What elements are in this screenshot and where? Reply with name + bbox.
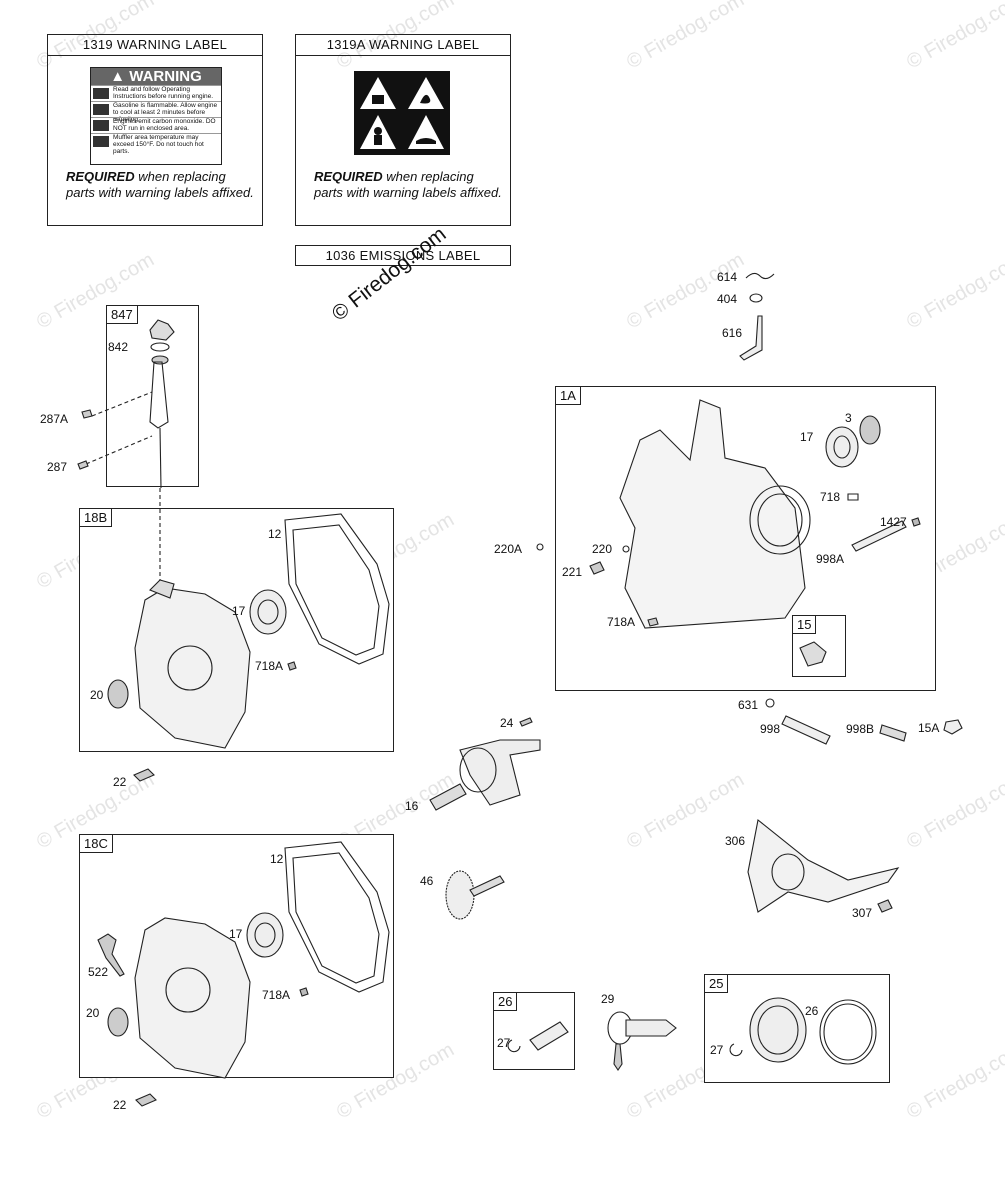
warning-label-1319a-title: 1319A WARNING LABEL <box>296 35 510 56</box>
camshaft-gear <box>445 870 505 920</box>
top-right-hardware <box>739 272 775 361</box>
part-label: 16 <box>405 799 419 813</box>
emissions-label-title: 1036 EMISSIONS LABEL <box>325 248 481 263</box>
book-icon <box>93 88 109 99</box>
part-label: 17 <box>229 927 243 941</box>
part-label: 22 <box>113 1098 127 1112</box>
group-tag: 15 <box>792 615 817 634</box>
crankcase-cover-18c <box>97 841 390 1107</box>
warning-row: Engines emit carbon monoxide. DO NOT run… <box>91 117 221 133</box>
part-label: 46 <box>420 874 434 888</box>
group-tag: 1A <box>555 386 581 405</box>
part-label: 12 <box>270 852 284 866</box>
part-label: 27 <box>710 1043 724 1057</box>
part-label: 22 <box>113 775 127 789</box>
piston-pin <box>507 1021 569 1053</box>
group-tag: 25 <box>704 974 729 993</box>
part-label: 20 <box>86 1006 100 1020</box>
part-label: 3 <box>845 411 852 425</box>
person-fumes-icon <box>93 120 109 131</box>
emissions-label-1036: 1036 EMISSIONS LABEL <box>295 245 511 266</box>
part-label: 718 <box>820 490 841 504</box>
part-label: 29 <box>601 992 615 1006</box>
warning-label-1319-title: 1319 WARNING LABEL <box>48 35 262 56</box>
part-label: 221 <box>562 565 583 579</box>
part-label: 522 <box>88 965 109 979</box>
part-label: 12 <box>268 527 282 541</box>
warning-pictogram-panel <box>354 71 450 155</box>
warning-label-1319a: 1319A WARNING LABEL REQUIRED when replac… <box>295 34 511 226</box>
air-guide-306 <box>747 819 900 913</box>
warning-row: Read and follow Operating Instructions b… <box>91 85 221 101</box>
part-label: 998 <box>760 722 781 736</box>
warning-row: Gasoline is flammable. Allow engine to c… <box>91 101 221 123</box>
group-tag: 26 <box>493 992 518 1011</box>
part-label: 631 <box>738 698 759 712</box>
warning-row: Muffler area temperature may exceed 150°… <box>91 133 221 155</box>
part-label: 718A <box>262 988 291 1002</box>
part-label: 26 <box>805 1004 819 1018</box>
group-tag: 18C <box>79 834 113 853</box>
part-label: 287A <box>40 412 69 426</box>
part-label: 220 <box>592 542 613 556</box>
part-label: 20 <box>90 688 104 702</box>
part-label: 1427 <box>880 515 907 529</box>
part-label: 306 <box>725 834 746 848</box>
crankshaft <box>429 717 541 811</box>
part-label: 27 <box>497 1036 511 1050</box>
part-label: 842 <box>108 340 129 354</box>
part-label: 17 <box>232 604 246 618</box>
part-label: 287 <box>47 460 68 474</box>
crankcase-cover-18b <box>107 513 390 782</box>
part-label: 614 <box>717 270 738 284</box>
fire-icon <box>93 104 109 115</box>
warning-triangle-icon: ▲ <box>110 68 130 85</box>
part-label: 307 <box>852 906 873 920</box>
part-label: 220A <box>494 542 523 556</box>
part-label: 998B <box>846 722 875 736</box>
studs-and-nuts <box>765 698 963 745</box>
part-label: 15A <box>918 721 940 735</box>
cylinder-block-1a <box>589 399 921 667</box>
warning-label-1319: 1319 WARNING LABEL ▲ WARNING Read and fo… <box>47 34 263 226</box>
group-tag: 18B <box>79 508 113 527</box>
part-label: 718A <box>255 659 284 673</box>
group-tag: 847 <box>106 305 138 324</box>
part-label: 404 <box>717 292 738 306</box>
part-label: 616 <box>722 326 743 340</box>
part-label: 998A <box>816 552 845 566</box>
connecting-rod <box>607 1011 677 1071</box>
hot-surface-icon <box>93 136 109 147</box>
part-label: 17 <box>800 430 814 444</box>
part-label: 24 <box>500 716 514 730</box>
piston-and-rings <box>729 997 877 1065</box>
warning-sticker-heading: ▲ WARNING <box>91 68 221 85</box>
required-note: REQUIRED when replacing parts with warni… <box>66 169 254 200</box>
dipstick-assembly <box>77 319 175 590</box>
warning-sticker: ▲ WARNING Read and follow Operating Inst… <box>90 67 222 165</box>
part-label: 718A <box>607 615 636 629</box>
required-note: REQUIRED when replacing parts with warni… <box>314 169 502 200</box>
